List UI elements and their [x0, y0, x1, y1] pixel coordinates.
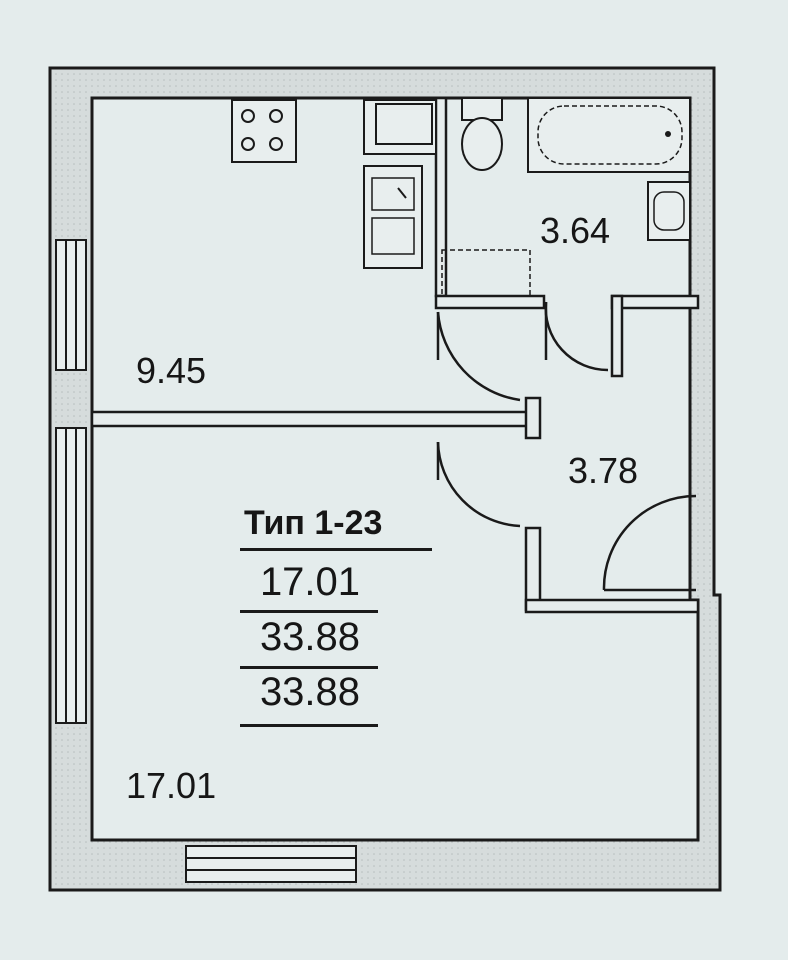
toilet-icon — [461, 97, 503, 171]
living-area-total: 17.01 — [259, 560, 361, 604]
wall-hall-left — [524, 526, 542, 612]
door-kitchen — [436, 311, 521, 402]
total-area-with-balcony: 33.88 — [259, 670, 361, 714]
divider-line — [240, 724, 378, 727]
total-area: 33.88 — [259, 615, 361, 659]
divider-line — [240, 610, 378, 613]
kitchen-counter-icon — [363, 99, 437, 155]
wall-kitchen-living — [90, 410, 531, 428]
wall-hall-notch — [610, 294, 624, 378]
window-left-upper — [55, 239, 87, 371]
hallway-area: 3.78 — [568, 450, 639, 491]
kitchen-sink-icon — [363, 165, 423, 269]
window-bottom — [185, 845, 357, 883]
bathroom-area: 3.64 — [540, 210, 611, 251]
door-entrance — [602, 494, 697, 592]
door-living — [436, 441, 521, 528]
bathtub-icon — [527, 97, 691, 173]
wall-stub-vertical — [524, 396, 542, 440]
washing-machine-icon — [441, 249, 531, 297]
wall-bath-kitchen — [434, 96, 448, 298]
apartment-type-label: Тип 1-23 — [244, 504, 383, 542]
wall-bath-bottom-right — [610, 294, 700, 310]
washbasin-icon — [647, 181, 691, 241]
wall-bath-bottom-left — [434, 294, 546, 310]
stove-icon — [231, 99, 297, 163]
window-left-lower — [55, 427, 87, 724]
living-room-area: 17.01 — [126, 765, 217, 806]
kitchen-area: 9.45 — [136, 350, 207, 391]
type-underline — [240, 548, 432, 551]
door-bathroom — [544, 301, 609, 372]
divider-line — [240, 666, 378, 669]
wall-hall-bottom — [524, 598, 700, 614]
interior-walls — [90, 96, 700, 614]
